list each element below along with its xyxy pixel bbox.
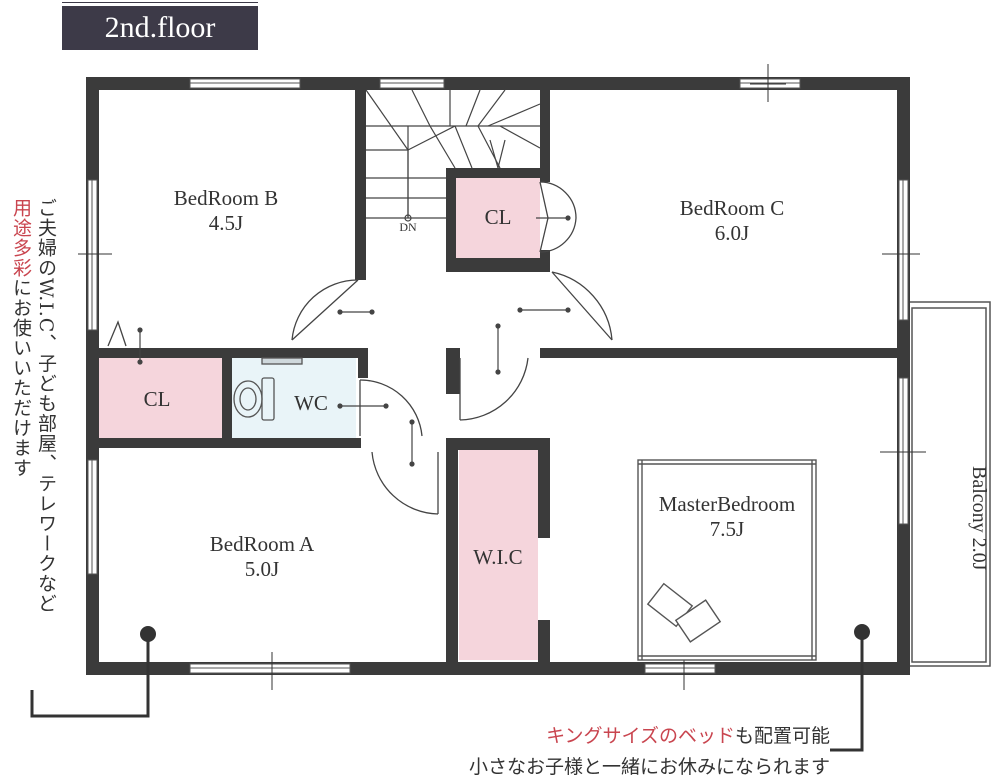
title-top-line (62, 2, 258, 3)
room-size: 2.0J (968, 537, 990, 571)
left-note-part1: ご夫婦のW.I.C、子ども部屋、テレワーク (35, 198, 57, 574)
room-label-wc: WC (294, 391, 328, 415)
callout-dot-bedroom-a (140, 626, 156, 642)
room-size: 6.0J (714, 221, 750, 246)
room-label-cl-left: CL (143, 387, 171, 411)
left-note-part2: など (35, 573, 57, 614)
room-name: BedRoom A (209, 532, 315, 556)
floor-title: 2nd.floor (104, 11, 216, 44)
window-sash-lines (91, 82, 904, 669)
master-bed (637, 459, 817, 661)
room-label-bedroom-b: BedRoom B 4.5J (146, 186, 306, 236)
room-name: Balcony (968, 465, 990, 533)
bottom-note-line1: キングサイズのベッドも配置可能 (350, 721, 830, 748)
room-size: 7.5J (709, 517, 745, 542)
room-label-bedroom-a: BedRoom A 5.0J (182, 532, 342, 582)
cl-upper-fill (456, 176, 540, 258)
callout-lines (30, 632, 864, 752)
wic-fill (459, 448, 538, 660)
room-name: BedRoom C (679, 196, 785, 220)
bottom-note-line2: 小さなお子様と一緒にお休みになられます (468, 756, 830, 778)
room-label-cl-upper: CL (484, 205, 512, 229)
doors (107, 181, 613, 515)
room-name: MasterBedroom (658, 492, 796, 516)
left-note-part3: にお使いいただけます (10, 278, 32, 478)
room-label-balcony: Balcony 2.0J (912, 402, 992, 634)
stairs-dn-label: DN (399, 220, 417, 234)
floor-title-box: 2nd.floor (62, 6, 258, 50)
room-label-master: MasterBedroom 7.5J (630, 492, 824, 542)
room-label-wic: W.I.C (473, 545, 523, 569)
room-name: BedRoom B (173, 186, 279, 210)
bottom-note-line1-rest: も配置可能 (734, 725, 830, 747)
fixtures (137, 215, 571, 467)
stairs-dn-marker (404, 214, 412, 222)
interior-walls (99, 90, 897, 662)
cl-left-fill (96, 358, 222, 438)
callout-dot-master (854, 624, 870, 640)
window-marks (78, 64, 926, 690)
room-size: 5.0J (244, 557, 280, 582)
left-note-highlight: 用途多彩 (10, 198, 32, 278)
stairs (365, 89, 541, 219)
wc-fill (232, 358, 356, 438)
room-label-bedroom-c: BedRoom C 6.0J (652, 196, 812, 246)
bottom-note-highlight: キングサイズのベッド (546, 725, 735, 747)
left-note: ご夫婦のW.I.C、子ども部屋、テレワークなど 用途多彩にお使いいただけます (2, 198, 58, 618)
room-size: 4.5J (208, 211, 244, 236)
toilet-icon (233, 357, 303, 421)
